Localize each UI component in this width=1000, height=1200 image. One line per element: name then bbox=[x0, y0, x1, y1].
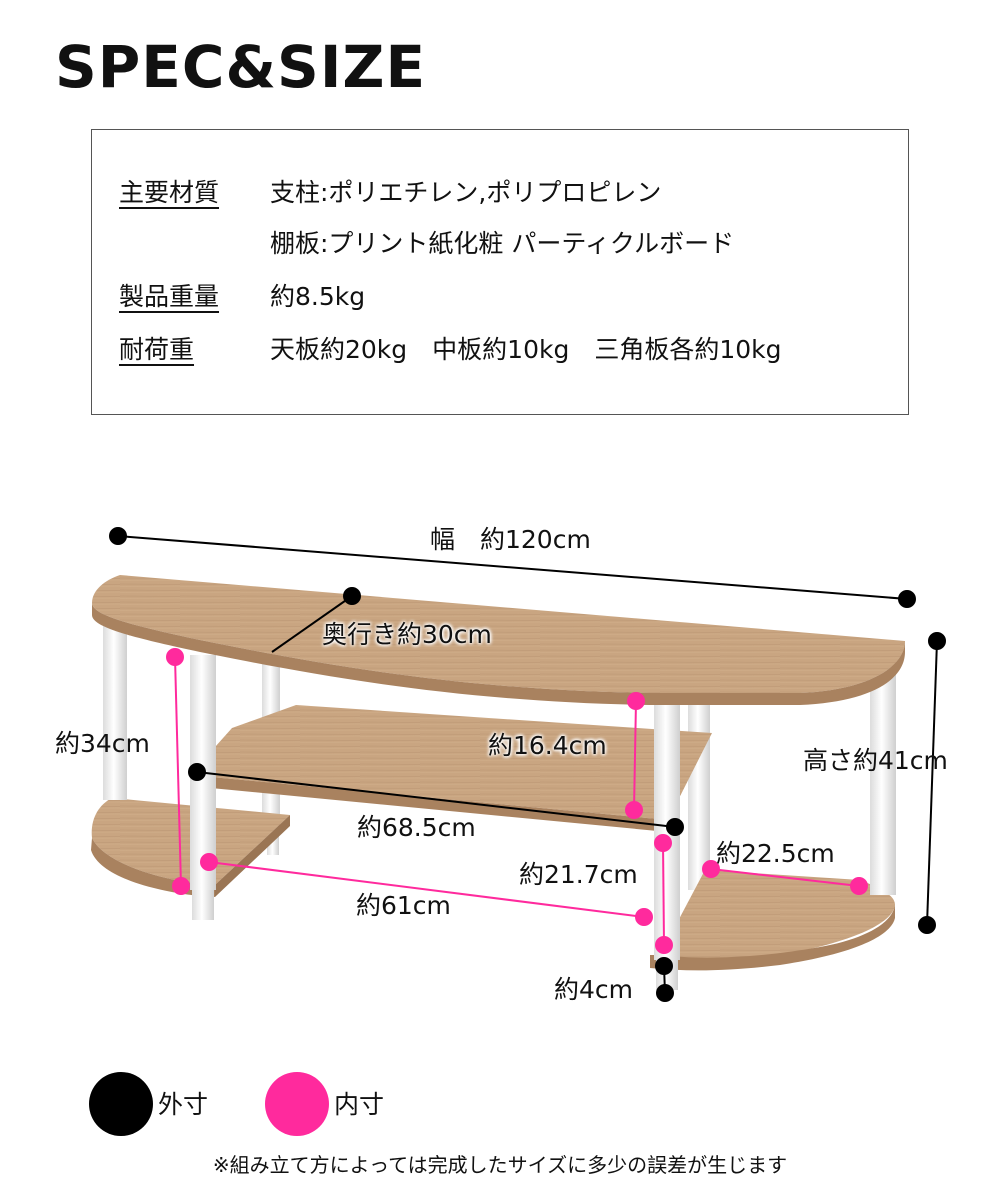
top-shelf bbox=[92, 575, 905, 693]
dim-inner-width-label: 約61cm bbox=[356, 891, 451, 920]
dim-height-label: 高さ約41cm bbox=[803, 746, 948, 775]
dim-mid-clearance-label: 約16.4cm bbox=[488, 731, 607, 760]
spec-label: 耐荷重 bbox=[119, 335, 195, 364]
dim-depth-label: 奥行き約30cm bbox=[322, 620, 492, 649]
pillar-front-right-outer bbox=[870, 660, 896, 895]
middle-shelf bbox=[190, 705, 712, 820]
spec-label: 製品重量 bbox=[119, 282, 220, 311]
foot-left bbox=[192, 890, 214, 920]
legend-inner-label: 内寸 bbox=[334, 1090, 385, 1119]
spec-value: 支柱:ポリエチレン,ポリプロピレン bbox=[270, 178, 662, 207]
legend-outer-label: 外寸 bbox=[158, 1090, 209, 1119]
dim-foot-height-label: 約4cm bbox=[554, 975, 634, 1004]
pillar-front-left-outer bbox=[103, 625, 127, 800]
spec-label: 主要材質 bbox=[119, 178, 220, 207]
dim-width-label: 幅 約120cm bbox=[430, 525, 591, 554]
spec-value: 棚板:プリント紙化粧 パーティクルボード bbox=[270, 229, 735, 258]
spec-value: 約8.5kg bbox=[270, 282, 366, 311]
dim-corner-shelf-label: 約22.5cm bbox=[716, 839, 835, 868]
outer-dimension-lines bbox=[109, 527, 946, 1002]
dim-mid-shelf-width-label: 約68.5cm bbox=[357, 813, 476, 842]
legend-outer-swatch bbox=[89, 1072, 153, 1136]
corner-shelf-right bbox=[660, 870, 895, 962]
spec-table: 主要材質 支柱:ポリエチレン,ポリプロピレン 棚板:プリント紙化粧 パーティクル… bbox=[91, 129, 909, 415]
legend-inner-swatch bbox=[265, 1072, 329, 1136]
spec-value: 天板約20kg 中板約10kg 三角板各約10kg bbox=[270, 335, 782, 364]
pillar-back-right bbox=[688, 690, 710, 890]
dim-lower-clearance-label: 約21.7cm bbox=[519, 860, 638, 889]
page-title: SPEC&SIZE bbox=[55, 33, 427, 101]
dim-inner-height-left-label: 約34cm bbox=[55, 729, 150, 758]
footnote: ※組み立て方によっては完成したサイズに多少の誤差が生じます bbox=[212, 1153, 788, 1177]
product-diagram bbox=[91, 527, 946, 1002]
inner-dimension-lines bbox=[166, 648, 868, 954]
